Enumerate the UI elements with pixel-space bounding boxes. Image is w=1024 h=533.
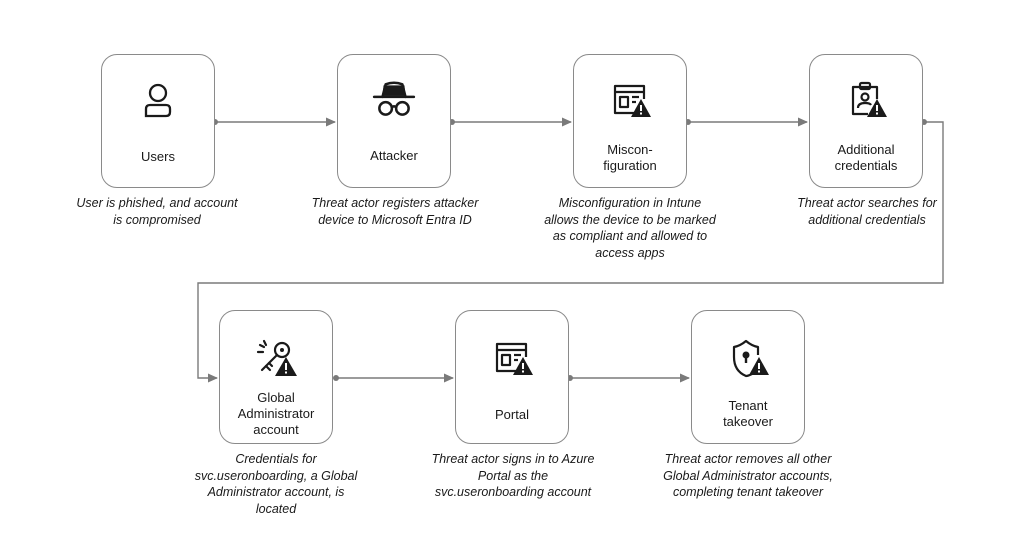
step-label: Global Administrator account	[237, 390, 315, 437]
window-warning-icon	[613, 84, 651, 117]
clipboard-warning-icon	[851, 81, 887, 117]
step-label: Attacker	[370, 148, 418, 163]
step-label: Miscon-figuration	[603, 142, 657, 173]
step-label: Users	[141, 149, 175, 164]
connector-credentials-global-admin	[197, 121, 944, 383]
step-portal-node: Portal	[455, 310, 569, 444]
step-label: Additional credentials	[834, 142, 898, 173]
step-label: Portal	[495, 407, 529, 422]
step-misconfiguration-node: Miscon-figuration	[573, 54, 687, 188]
step-caption: Threat actor removes all other Global Ad…	[663, 452, 833, 499]
user-icon	[144, 83, 172, 118]
step-global-admin-node: Global Administrator account	[219, 310, 333, 444]
spy-icon	[372, 81, 416, 116]
step-users-node: Users	[101, 54, 215, 188]
step-caption: Credentials for svc.useronboarding, a Gl…	[194, 452, 358, 516]
shield-warning-icon	[732, 339, 769, 378]
step-caption: Threat actor signs in to Azure Portal as…	[431, 452, 595, 499]
portal-warning-icon	[495, 342, 533, 375]
step-caption: Threat actor searches for additional cre…	[797, 196, 937, 227]
step-caption: Misconfiguration in Intune allows the de…	[544, 196, 716, 260]
step-caption: User is phished, and account is compromi…	[76, 196, 238, 227]
step-attacker-node: Attacker	[337, 54, 451, 188]
step-caption: Threat actor registers attacker device t…	[311, 196, 479, 227]
connector-dot	[333, 375, 339, 381]
key-warning-icon	[256, 339, 297, 376]
step-label: Tenant takeover	[723, 398, 773, 429]
step-tenant-takeover-node: Tenant takeover	[691, 310, 805, 444]
step-additional-credentials-node: Additional credentials	[809, 54, 923, 188]
